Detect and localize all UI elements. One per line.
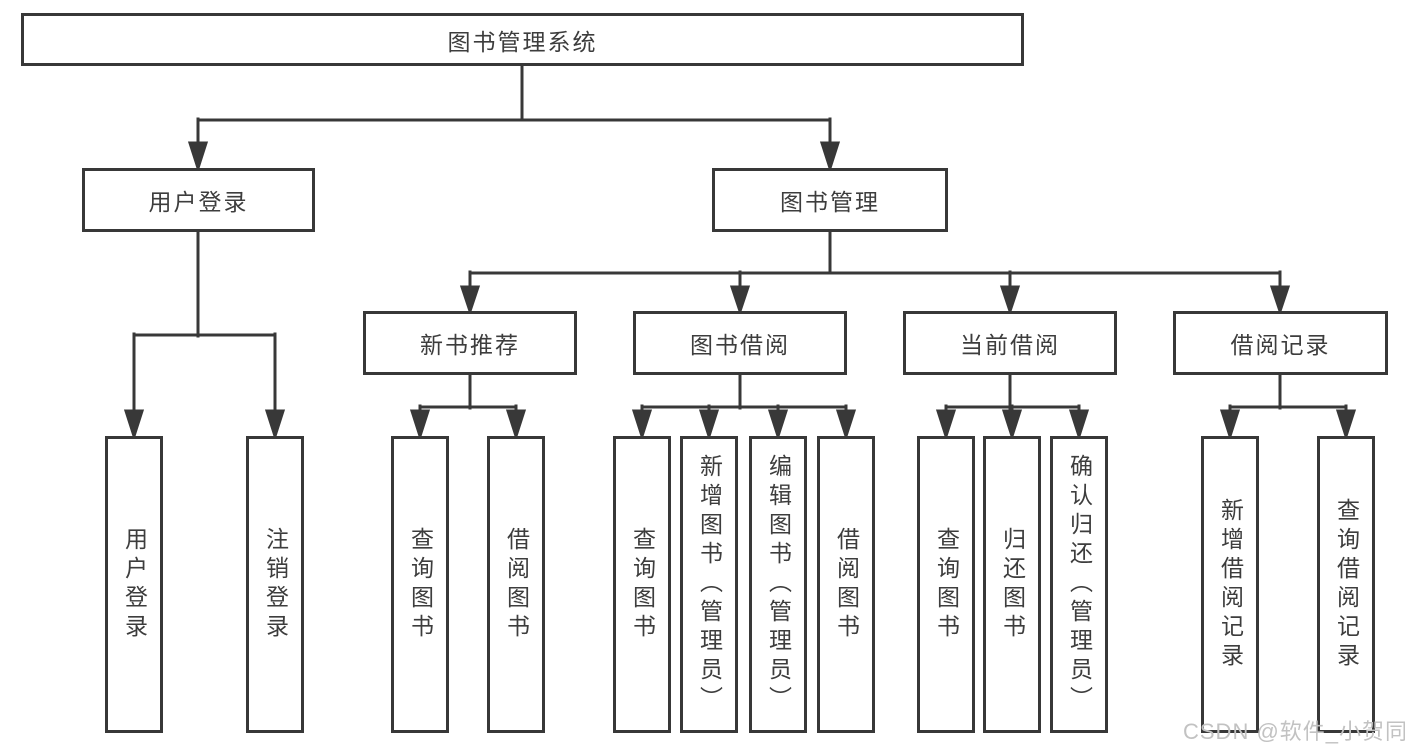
arrowhead [835,409,857,441]
node-borrow-records-label: 借阅记录 [1230,332,1331,358]
node-book-borrow: 图书借阅 [633,311,847,375]
node-root: 图书管理系统 [21,13,1024,66]
node-current-borrow-label: 当前借阅 [960,332,1060,358]
arrowhead [1269,285,1291,316]
arrowhead [1219,409,1241,441]
leaf-add-books-admin: 新增图书（管理员） [680,436,738,733]
leaf-query-books-borrow-label: 查询图书 [629,526,656,643]
leaf-logout-label: 注销登录 [262,526,289,643]
leaf-add-borrow-record: 新增借阅记录 [1201,436,1259,733]
arrowhead [1001,409,1023,441]
arrowhead [1335,409,1357,441]
arrowhead [459,285,481,316]
leaf-query-books-recommend: 查询图书 [391,436,449,733]
leaf-borrow-books-recommend-label: 借阅图书 [503,526,530,643]
leaf-confirm-return-admin: 确认归还（管理员） [1050,436,1108,733]
leaf-query-books-borrow: 查询图书 [613,436,671,733]
leaf-confirm-return-admin-label: 确认归还（管理员） [1066,454,1093,715]
leaf-borrow-books: 借阅图书 [817,436,875,733]
node-borrow-records: 借阅记录 [1173,311,1388,375]
connector-group [123,64,1357,441]
node-new-book-recommend-label: 新书推荐 [420,332,520,358]
arrowhead [631,409,653,441]
arrowhead [999,285,1021,316]
leaf-return-books-label: 归还图书 [999,526,1026,643]
leaf-edit-books-admin: 编辑图书（管理员） [749,436,807,733]
arrowhead [729,285,751,316]
node-user-login: 用户登录 [82,168,315,232]
arrowhead [187,141,209,173]
arrowhead [935,409,957,441]
arrowhead [1068,409,1090,441]
node-user-login-label: 用户登录 [148,189,249,215]
arrowhead [698,409,720,441]
leaf-user-login-label: 用户登录 [121,526,148,643]
leaf-user-login: 用户登录 [105,436,163,733]
leaf-add-borrow-record-label: 新增借阅记录 [1217,497,1244,672]
leaf-edit-books-admin-label: 编辑图书（管理员） [765,454,792,715]
leaf-query-books-current-label: 查询图书 [933,526,960,643]
leaf-return-books: 归还图书 [983,436,1041,733]
node-book-management-label: 图书管理 [780,189,880,215]
leaf-query-borrow-record: 查询借阅记录 [1317,436,1375,733]
arrowhead [264,409,286,441]
arrowhead [505,409,527,441]
arrowhead [819,141,841,173]
leaf-query-borrow-record-label: 查询借阅记录 [1333,497,1360,672]
node-new-book-recommend: 新书推荐 [363,311,577,375]
leaf-borrow-books-label: 借阅图书 [833,526,860,643]
leaf-borrow-books-recommend: 借阅图书 [487,436,545,733]
arrowhead [123,409,145,441]
leaf-query-books-current: 查询图书 [917,436,975,733]
node-book-management: 图书管理 [712,168,948,232]
csdn-watermark: CSDN @软件_小贺同学 [1183,719,1405,744]
arrowhead [409,409,431,441]
node-book-borrow-label: 图书借阅 [690,332,790,358]
leaf-query-books-recommend-label: 查询图书 [407,526,434,643]
leaf-logout: 注销登录 [246,436,304,733]
node-root-label: 图书管理系统 [447,28,598,55]
arrowhead [767,409,789,441]
leaf-add-books-admin-label: 新增图书（管理员） [696,454,723,715]
node-current-borrow: 当前借阅 [903,311,1117,375]
